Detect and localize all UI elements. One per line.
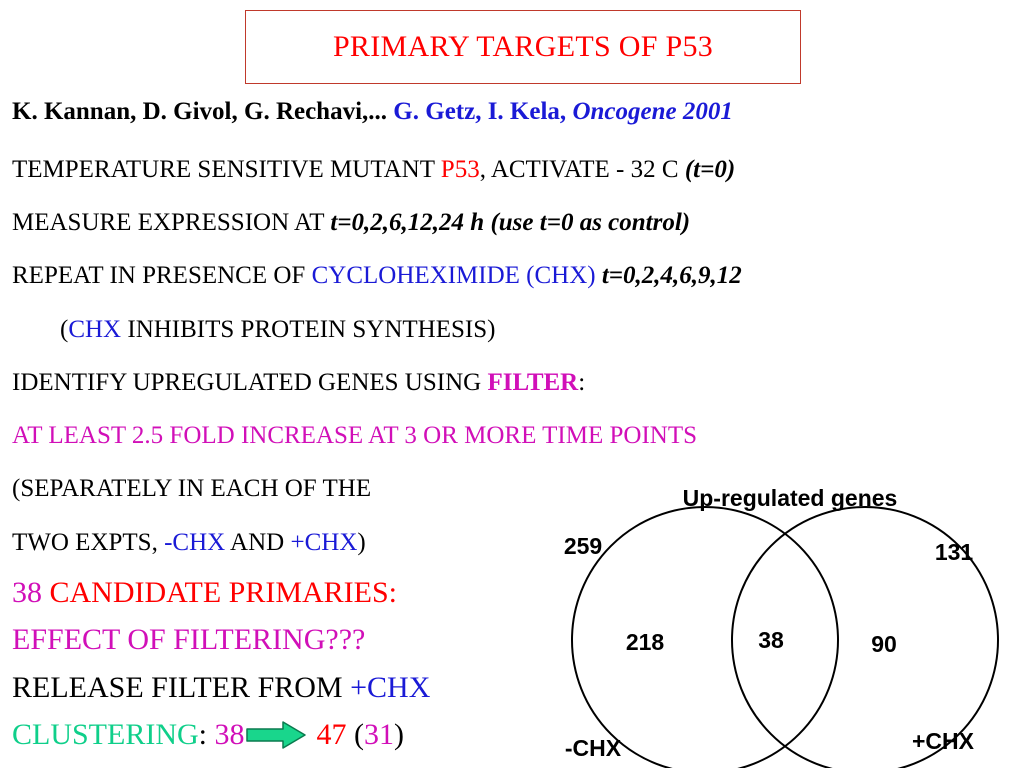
minus-chx-term: -CHX [164, 529, 226, 556]
right-arrow-icon [245, 721, 306, 749]
repeat-times: t=0,2,4,6,9,12 [595, 262, 742, 289]
plus-chx-term: +CHX [290, 529, 358, 556]
twoexpts-text: TWO EXPTS, [12, 529, 165, 556]
venn-right-only: 90 [871, 631, 897, 657]
activate-text: , ACTIVATE - 32 C [479, 156, 685, 183]
effect-line: EFFECT OF FILTERING??? [12, 623, 366, 656]
venn-right-circle [731, 506, 999, 768]
authors-line: K. Kannan, D. Givol, G. Rechavi,... G. G… [12, 97, 733, 127]
clustering-paren-close: ) [394, 718, 405, 751]
venn-left-circle [571, 506, 839, 768]
clustering-paren-open: ( [346, 718, 365, 751]
venn-left-only: 218 [626, 629, 665, 655]
slide-title: PRIMARY TARGETS OF P53 [332, 30, 714, 63]
chx-rest: INHIBITS PROTEIN SYNTHESIS) [121, 316, 496, 343]
clustering-from: 38 [214, 718, 245, 751]
clustering-sub: 31 [364, 718, 395, 751]
candidates-number: 38 [12, 576, 42, 609]
identify-colon: : [578, 369, 586, 396]
cycloheximide-term: CYCLOHEXIMIDE (CHX) [311, 262, 596, 289]
measure-text: MEASURE EXPRESSION AT [12, 209, 331, 236]
release-text: RELEASE FILTER FROM [12, 671, 351, 704]
temperature-line: TEMPERATURE SENSITIVE MUTANT P53, ACTIVA… [12, 155, 735, 185]
chx-line: (CHX INHIBITS PROTEIN SYNTHESIS) [60, 315, 495, 345]
filter-term: FILTER [487, 369, 579, 396]
candidates-text: CANDIDATE PRIMARIES: [42, 576, 398, 609]
venn-right-total: 131 [935, 539, 974, 565]
repeat-line: REPEAT IN PRESENCE OF CYCLOHEXIMIDE (CHX… [12, 261, 742, 291]
chx-term: CHX [68, 316, 122, 343]
venn-right-label: +CHX [912, 728, 975, 754]
identify-line: IDENTIFY UPREGULATED GENES USING FILTER: [12, 368, 585, 398]
temperature-text: TEMPERATURE SENSITIVE MUTANT [12, 156, 441, 183]
authors-highlight: G. Getz, I. Kela, [393, 98, 567, 125]
identify-text: IDENTIFY UPREGULATED GENES USING [12, 369, 488, 396]
clustering-colon: : [198, 718, 215, 751]
venn-diagram: Up-regulated genes 259 131 218 38 90 -CH… [564, 485, 999, 768]
and-text: AND [225, 529, 291, 556]
release-line: RELEASE FILTER FROM +CHX [12, 670, 430, 706]
measure-line: MEASURE EXPRESSION AT t=0,2,6,12,24 h (u… [12, 208, 690, 238]
p53-term: P53 [440, 156, 480, 183]
repeat-text: REPEAT IN PRESENCE OF [12, 262, 312, 289]
measure-times: t=0,2,6,12,24 h (use t=0 as control) [330, 209, 691, 236]
authors-main: K. Kannan, D. Givol, G. Rechavi,... [12, 98, 388, 125]
venn-left-total: 259 [564, 533, 602, 559]
twoexpts-close: ) [357, 529, 366, 556]
title-box: PRIMARY TARGETS OF P53 [245, 10, 801, 84]
time-zero: (t=0) [684, 156, 736, 183]
clustering-to: 47 [316, 718, 347, 751]
clustering-line: CLUSTERING: 38 47 (31) [12, 717, 404, 753]
twoexpts-line: TWO EXPTS, -CHX AND +CHX) [12, 528, 366, 558]
atleast-line: AT LEAST 2.5 FOLD INCREASE AT 3 OR MORE … [12, 422, 698, 449]
venn-overlap: 38 [758, 627, 784, 653]
clustering-label: CLUSTERING [12, 718, 199, 751]
chx-open: ( [60, 316, 69, 343]
journal-citation: Oncogene 2001 [572, 98, 733, 125]
venn-left-label: -CHX [565, 735, 622, 761]
candidates-line: 38 CANDIDATE PRIMARIES: [12, 575, 397, 611]
separately-line: (SEPARATELY IN EACH OF THE [12, 475, 372, 502]
release-chx-term: +CHX [350, 671, 431, 704]
